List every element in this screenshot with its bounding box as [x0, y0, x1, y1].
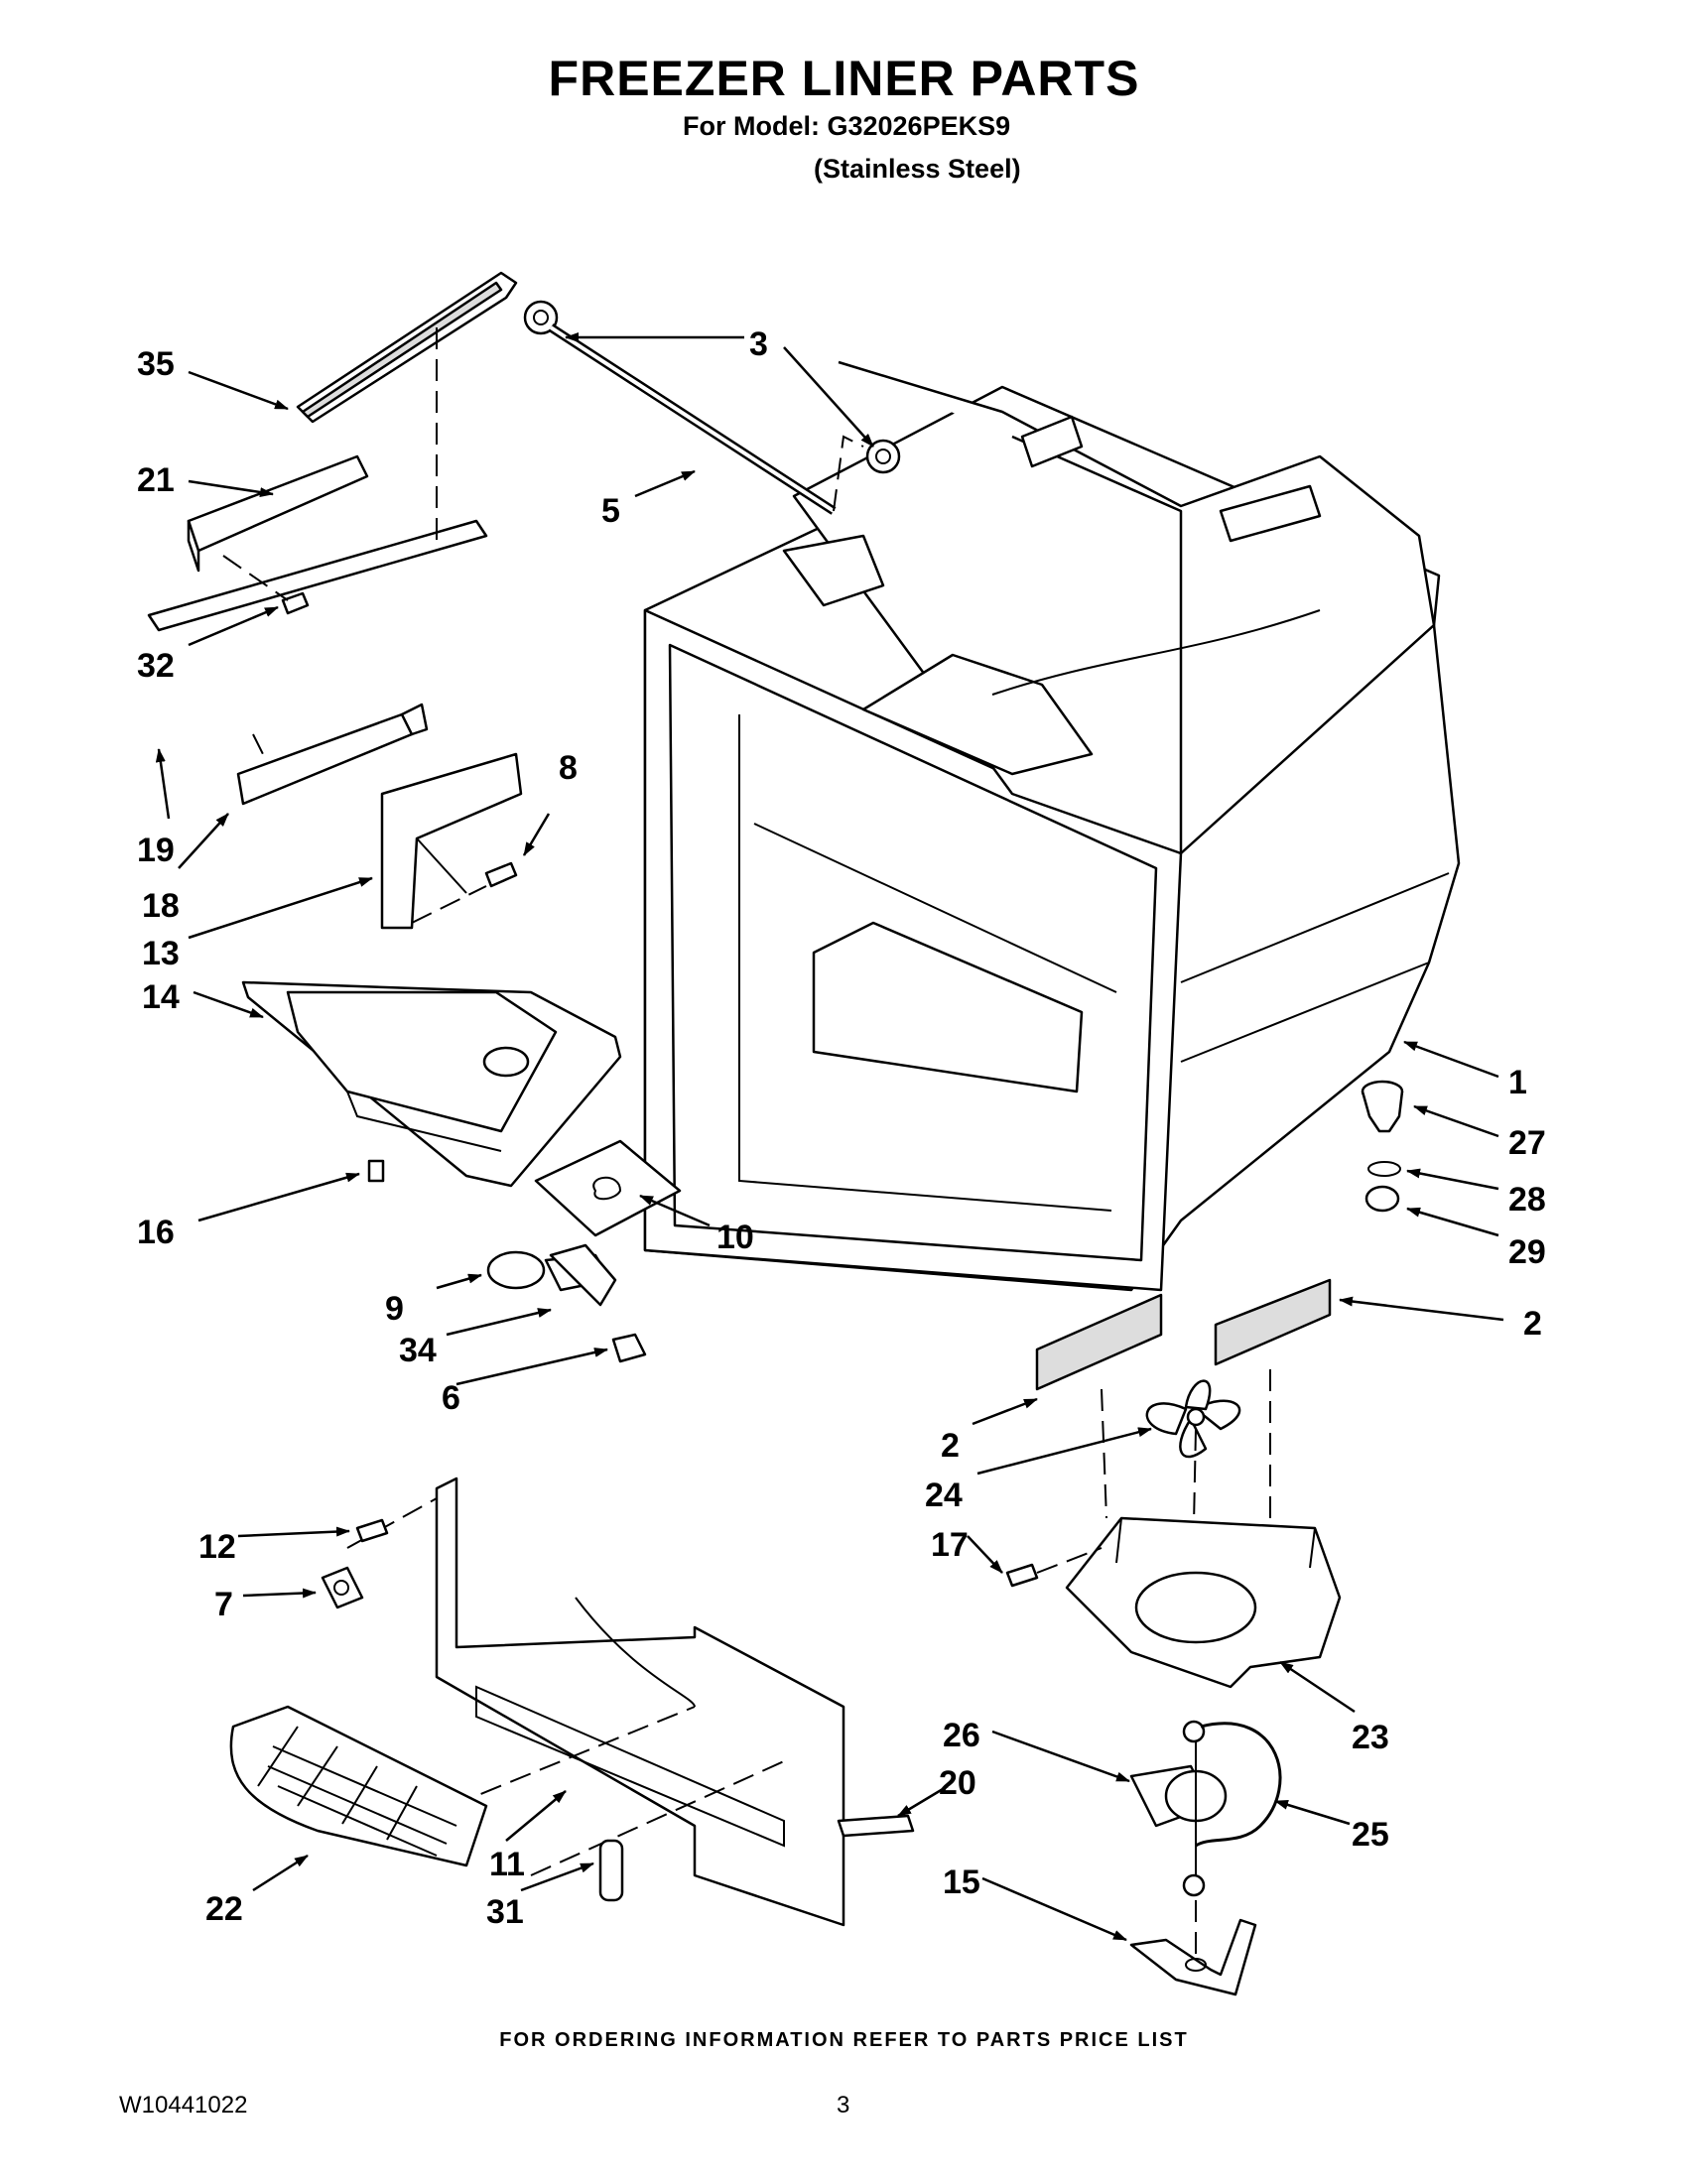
bushing-27 — [1361, 1080, 1404, 1133]
ordering-note: FOR ORDERING INFORMATION REFER TO PARTS … — [499, 2029, 1189, 2051]
motor-mount-15 — [1129, 1900, 1257, 1996]
callout-35: 35 — [137, 345, 175, 383]
callout-6: 6 — [442, 1379, 460, 1417]
callout-24: 24 — [925, 1477, 963, 1514]
bracket-7 — [321, 1566, 364, 1609]
callout-14: 14 — [142, 978, 180, 1016]
clip-31 — [598, 1839, 624, 1902]
model-finish: (Stainless Steel) — [814, 154, 1021, 184]
screw-12 — [355, 1518, 389, 1543]
clip-16 — [367, 1159, 385, 1183]
fan-housing-23 — [1065, 1516, 1342, 1689]
callout-16: 16 — [137, 1214, 175, 1251]
lamp-assembly — [486, 1243, 647, 1363]
fan-blade-24 — [1101, 1369, 1271, 1668]
page-title: FREEZER LINER PARTS — [548, 51, 1140, 106]
callout-29: 29 — [1508, 1233, 1546, 1271]
callout-17: 17 — [931, 1526, 969, 1564]
roller-axle-assembly — [523, 300, 901, 515]
callout-leaders — [155, 332, 1504, 1942]
callout-numbers: 35 3 21 5 32 8 19 18 13 14 1 27 28 29 16… — [137, 325, 1546, 1931]
insulation-block-2-right — [1214, 1278, 1332, 1366]
bracket-21 — [187, 454, 369, 573]
callout-15: 15 — [943, 1863, 980, 1901]
callout-1: 1 — [1508, 1064, 1527, 1101]
tray-14 — [241, 980, 622, 1188]
freezer-liner — [643, 360, 1461, 1292]
callout-18: 18 — [142, 887, 180, 925]
model-number: For Model: G32026PEKS9 — [683, 111, 1011, 141]
callout-19: 19 — [137, 832, 175, 869]
callout-34: 34 — [399, 1332, 437, 1369]
insulation-block-2-left — [1035, 1293, 1163, 1391]
slide-rail-assembly — [147, 271, 518, 632]
callout-32: 32 — [137, 647, 175, 685]
callout-12: 12 — [198, 1528, 236, 1566]
callout-2-left: 2 — [941, 1427, 960, 1465]
callout-23: 23 — [1352, 1719, 1389, 1756]
wire-harness-25 — [1195, 1722, 1282, 1848]
screw-8 — [411, 861, 518, 924]
document-number: W10441022 — [119, 2092, 248, 2119]
bracket-18 — [236, 703, 429, 806]
callout-13: 13 — [142, 935, 180, 972]
foam-strip-20 — [837, 1814, 915, 1838]
callout-10: 10 — [716, 1219, 754, 1256]
o-ring-28 — [1367, 1161, 1401, 1177]
screw-32 — [222, 555, 310, 615]
callout-11: 11 — [489, 1846, 525, 1883]
grille-22 — [229, 1705, 488, 1867]
callout-9: 9 — [385, 1290, 404, 1328]
fan-motor-26 — [1129, 1720, 1228, 1897]
callout-5: 5 — [601, 492, 620, 530]
callout-20: 20 — [939, 1764, 976, 1802]
rear-panel-11 — [346, 1477, 845, 1927]
grommet-29 — [1364, 1185, 1400, 1213]
callout-2-right: 2 — [1523, 1305, 1542, 1343]
gasket-10 — [534, 1139, 682, 1237]
callout-22: 22 — [205, 1890, 243, 1928]
callout-27: 27 — [1508, 1124, 1546, 1162]
page-number: 3 — [837, 2092, 850, 2119]
screw-17 — [1005, 1547, 1103, 1588]
bracket-13 — [380, 752, 523, 930]
callout-25: 25 — [1352, 1816, 1389, 1854]
callout-26: 26 — [943, 1717, 980, 1754]
callout-3-top: 3 — [749, 325, 768, 363]
callout-21: 21 — [137, 461, 175, 499]
callout-31: 31 — [486, 1893, 524, 1931]
callout-28: 28 — [1508, 1181, 1546, 1219]
callout-7: 7 — [214, 1586, 233, 1623]
callout-8: 8 — [559, 749, 578, 787]
